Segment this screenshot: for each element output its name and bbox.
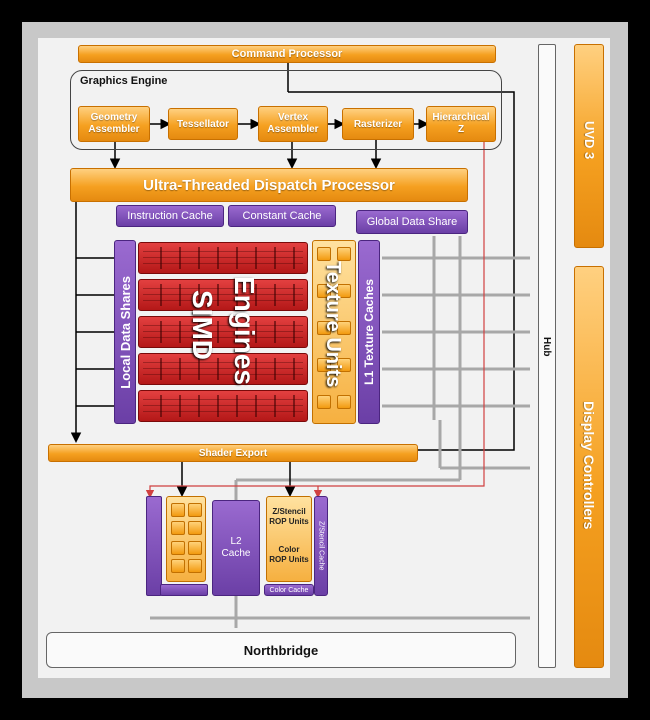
simd-row-2 bbox=[138, 279, 308, 311]
shader-export-label: Shader Export bbox=[198, 447, 268, 459]
texture-units: Texture Units bbox=[312, 240, 356, 424]
uvd3-label: UVD 3 bbox=[582, 121, 597, 160]
simd-row-4 bbox=[138, 353, 308, 385]
instruction-cache: Instruction Cache bbox=[116, 205, 224, 227]
l2-cache: L2 Cache bbox=[212, 500, 260, 596]
instruction-cache-label: Instruction Cache bbox=[127, 210, 213, 222]
dispatch-processor: Ultra-Threaded Dispatch Processor bbox=[70, 168, 468, 202]
rop-block-2: Z/Stencil ROP Units Color ROP Units bbox=[266, 496, 312, 582]
line-top-bus bbox=[288, 91, 515, 451]
hierarchical-z-label: Hierarchical Z bbox=[432, 112, 490, 135]
graphics-engine-title: Graphics Engine bbox=[80, 75, 168, 87]
graphics-engine-box bbox=[70, 70, 502, 150]
hub-label: Hub bbox=[541, 337, 552, 357]
l2-cache-label-1: L2 bbox=[230, 536, 242, 547]
northbridge: Northbridge bbox=[46, 632, 516, 668]
uvd3: UVD 3 bbox=[574, 44, 604, 248]
simd-label-2: Engines bbox=[229, 276, 260, 385]
simd-label-2-wrap: Engines bbox=[228, 270, 262, 400]
rop-bottom-cache bbox=[160, 584, 208, 596]
northbridge-label: Northbridge bbox=[243, 642, 319, 658]
hierarchical-z: Hierarchical Z bbox=[426, 106, 496, 142]
tessellator: Tessellator bbox=[168, 108, 238, 140]
local-data-shares-label: Local Data Shares bbox=[117, 275, 133, 389]
tessellator-label: Tessellator bbox=[176, 118, 230, 130]
rasterizer-label: Rasterizer bbox=[353, 118, 403, 130]
geometry-assembler: Geometry Assembler bbox=[78, 106, 150, 142]
texture-units-label: Texture Units bbox=[322, 261, 344, 388]
global-data-share-label: Global Data Share bbox=[366, 216, 458, 228]
grey-bus-lines bbox=[150, 236, 530, 628]
l1-texture-caches: L1 Texture Caches bbox=[358, 240, 380, 424]
simd-row-3 bbox=[138, 316, 308, 348]
color-cache: Color Cache bbox=[264, 584, 314, 596]
z-stencil-cache-label: Z/Stencil Cache bbox=[317, 521, 325, 571]
color-rop-line1: Color bbox=[278, 545, 300, 554]
dispatch-processor-label: Ultra-Threaded Dispatch Processor bbox=[143, 176, 395, 194]
z-stencil-rop-line2: ROP Units bbox=[269, 517, 309, 526]
global-data-share: Global Data Share bbox=[356, 210, 468, 234]
simd-label-1-wrap: SIMD bbox=[186, 280, 218, 400]
command-processor-label: Command Processor bbox=[231, 48, 343, 60]
constant-cache-label: Constant Cache bbox=[242, 210, 322, 222]
rop-block-1 bbox=[166, 496, 206, 582]
simd-label-1: SIMD bbox=[187, 290, 218, 360]
vertex-assembler: Vertex Assembler bbox=[258, 106, 328, 142]
shader-export: Shader Export bbox=[48, 444, 418, 462]
display-controllers-label: Display Controllers bbox=[581, 401, 597, 530]
rasterizer: Rasterizer bbox=[342, 108, 414, 140]
red-line-hz bbox=[145, 140, 485, 499]
constant-cache: Constant Cache bbox=[228, 205, 336, 227]
geometry-assembler-label: Geometry Assembler bbox=[88, 112, 140, 135]
local-data-shares: Local Data Shares bbox=[114, 240, 136, 424]
simd-row-1 bbox=[138, 242, 308, 274]
l2-cache-label-2: Cache bbox=[221, 548, 251, 559]
hub: Hub bbox=[538, 44, 556, 668]
z-stencil-cache: Z/Stencil Cache bbox=[314, 496, 328, 596]
simd-row-5 bbox=[138, 390, 308, 422]
command-processor: Command Processor bbox=[78, 45, 496, 63]
l1-texture-caches-label: L1 Texture Caches bbox=[362, 279, 376, 385]
vertex-assembler-label: Vertex Assembler bbox=[267, 112, 319, 135]
display-controllers: Display Controllers bbox=[574, 266, 604, 668]
color-cache-label: Color Cache bbox=[269, 586, 309, 594]
z-stencil-rop-line1: Z/Stencil bbox=[272, 507, 306, 516]
color-rop-line2: ROP Units bbox=[269, 555, 309, 564]
rop-left-cache bbox=[146, 496, 162, 596]
